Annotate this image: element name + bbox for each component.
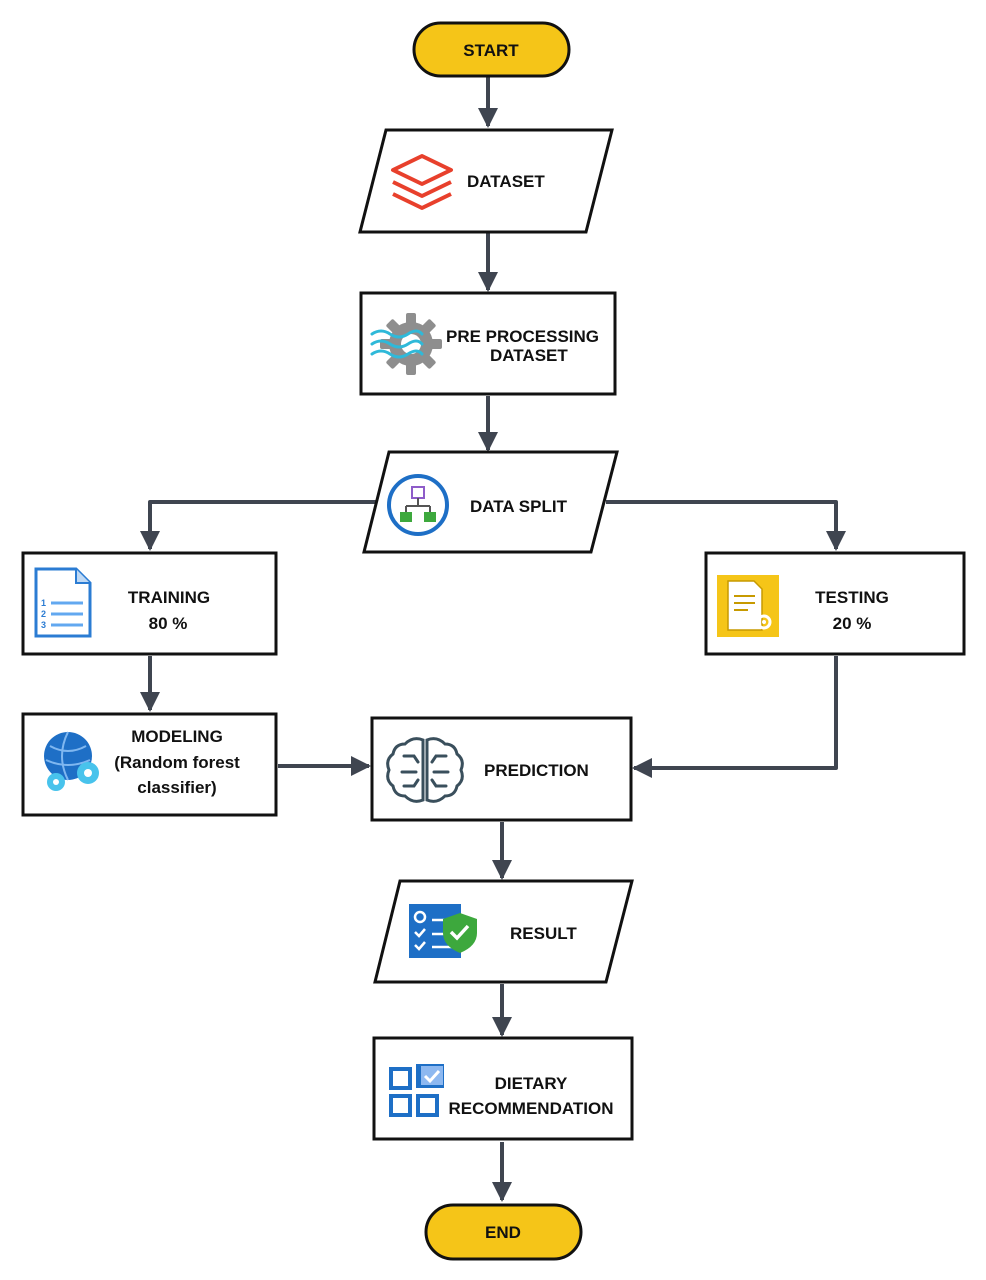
modeling-node: MODELING (Random forest classifier): [21, 712, 278, 817]
checkbox-grid-icon: [389, 1064, 444, 1117]
document-gear-icon: [717, 575, 779, 637]
dietary-label-line2: RECOMMENDATION: [449, 1099, 614, 1118]
dietary-label-line1: DIETARY: [495, 1074, 568, 1093]
testing-label-line1: TESTING: [815, 588, 889, 607]
modeling-label-line1: MODELING: [131, 727, 223, 746]
training-label-line1: TRAINING: [128, 588, 210, 607]
data-split-label: DATA SPLIT: [470, 497, 568, 516]
gear-waves-icon: [370, 313, 442, 375]
start-shape: [412, 21, 571, 78]
end-label: END: [485, 1223, 521, 1242]
arrow-testing-to-prediction: [632, 656, 838, 778]
preprocessing-node: PRE PROCESSING DATASET: [359, 291, 617, 396]
preprocessing-label-line2: DATASET: [490, 346, 568, 365]
dietary-shape: [372, 1036, 634, 1141]
brain-circuit-icon: [386, 737, 464, 803]
end-terminal: END: [424, 1203, 583, 1261]
prediction-shape: [370, 716, 633, 822]
start-terminal: START: [412, 21, 571, 78]
result-node: RESULT: [373, 879, 634, 984]
numbered-document-icon: 1 2 3: [34, 567, 92, 638]
training-node: 1 2 3 TRAINING 80 %: [21, 551, 278, 656]
testing-label-line2: 20 %: [833, 614, 872, 633]
prediction-node: PREDICTION: [370, 716, 633, 822]
start-label: START: [463, 41, 519, 60]
dataset-node: DATASET: [358, 128, 614, 234]
modeling-label-line2: (Random forest: [114, 753, 240, 772]
testing-node: TESTING 20 %: [704, 551, 966, 656]
result-label: RESULT: [510, 924, 577, 943]
hierarchy-split-icon: [387, 474, 449, 536]
svg-text:2: 2: [41, 609, 46, 619]
checklist-shield-icon: [409, 904, 477, 958]
svg-text:1: 1: [41, 598, 46, 608]
training-label-line2: 80 %: [149, 614, 188, 633]
prediction-label: PREDICTION: [484, 761, 589, 780]
data-split-node: DATA SPLIT: [362, 450, 619, 554]
svg-text:3: 3: [41, 620, 46, 630]
dataset-label: DATASET: [467, 172, 545, 191]
arrow-split-to-testing: [606, 500, 846, 551]
preprocessing-label-line1: PRE PROCESSING: [446, 327, 599, 346]
modeling-label-line3: classifier): [137, 778, 216, 797]
globe-gears-icon: [44, 731, 99, 791]
connectors: [140, 76, 846, 1202]
end-shape: [424, 1203, 583, 1261]
dietary-node: DIETARY RECOMMENDATION: [372, 1036, 634, 1141]
stacked-layers-icon: [391, 154, 453, 210]
arrow-split-to-training: [140, 500, 376, 551]
